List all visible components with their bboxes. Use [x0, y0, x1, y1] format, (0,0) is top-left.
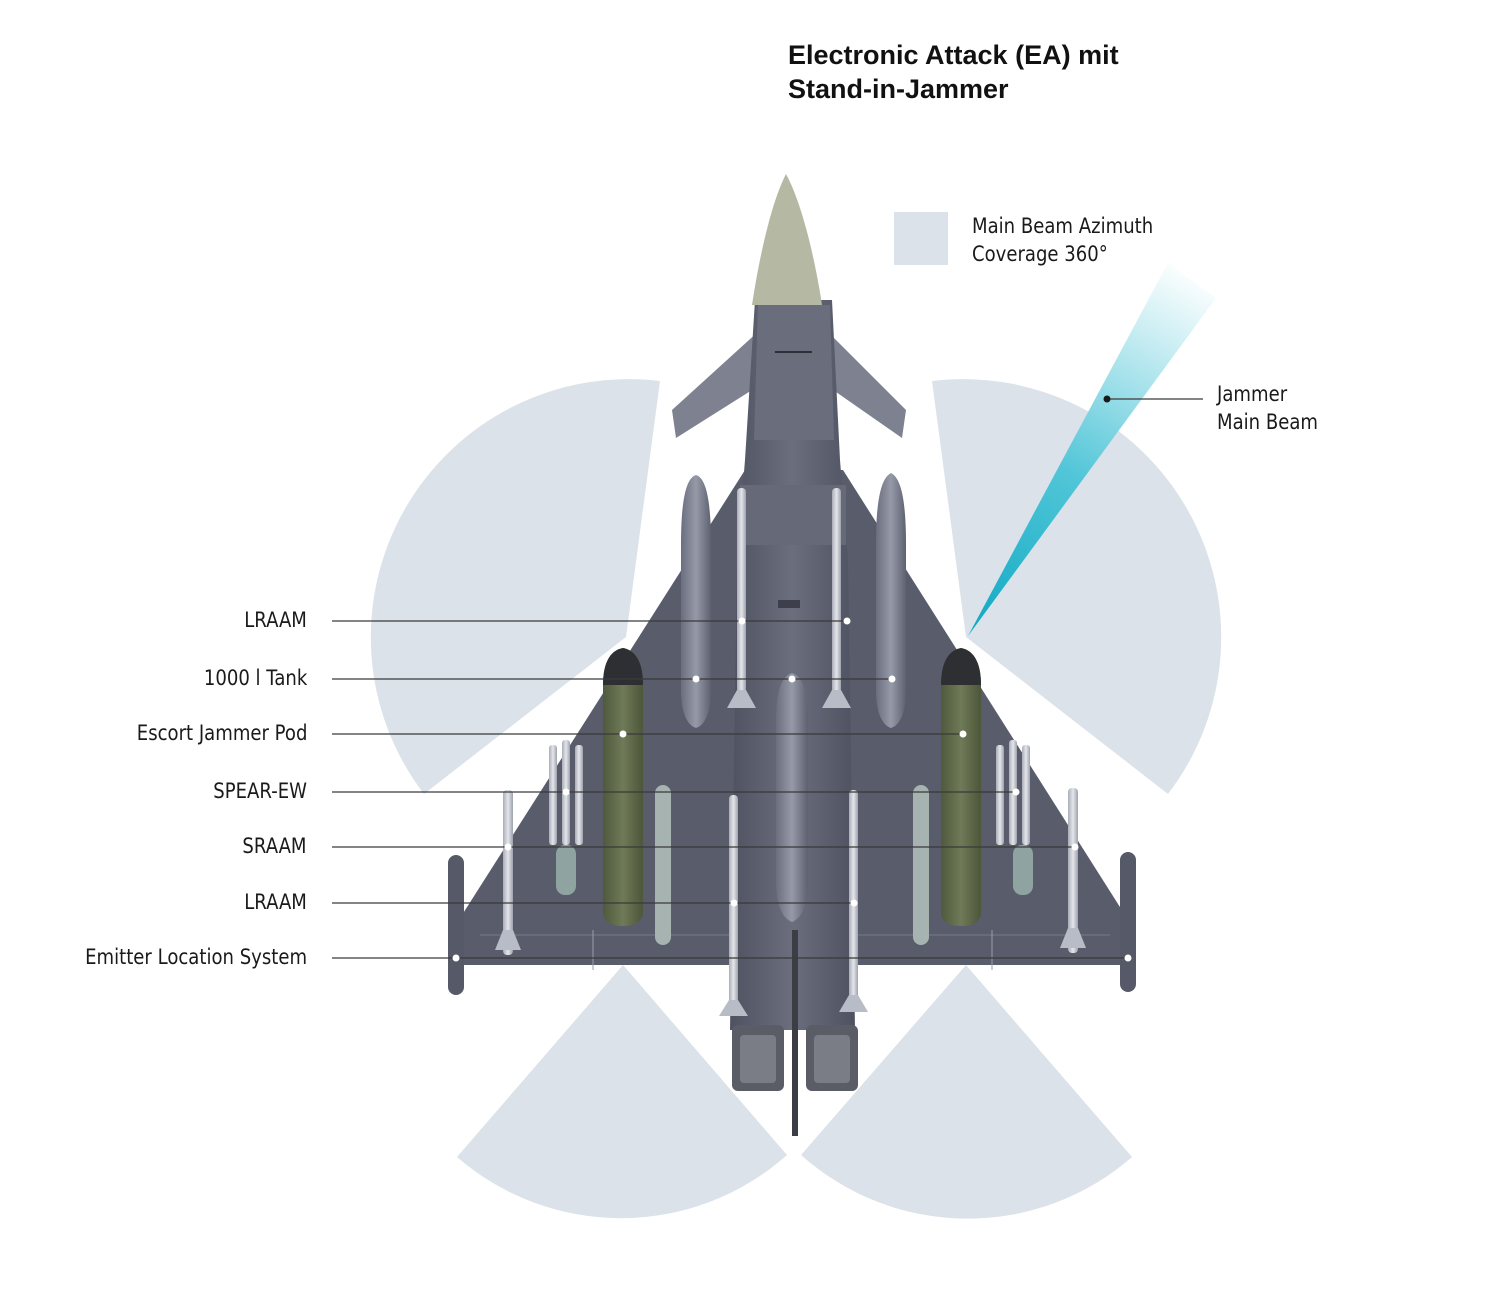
lraam-upper-left [727, 488, 756, 708]
beam-label: Jammer Main Beam [1217, 380, 1318, 436]
title-line-2: Stand-in-Jammer [788, 74, 1009, 104]
callout-lraam-lower: LRAAM [244, 890, 307, 914]
spear-ew-left [549, 740, 583, 895]
store-left [655, 785, 671, 945]
cockpit [754, 305, 834, 440]
spear-ew-right [996, 740, 1033, 895]
legend-line-2: Coverage 360° [972, 242, 1108, 266]
coverage-sectors [370, 379, 1222, 1219]
coverage-sector-left [370, 379, 660, 794]
arrestor-hook [792, 930, 798, 1136]
beam-label-line-2: Main Beam [1217, 410, 1319, 434]
legend-line-1: Main Beam Azimuth [972, 214, 1154, 238]
radome [752, 174, 822, 305]
canard-left [672, 330, 760, 438]
lraam-lower-right [839, 790, 868, 1012]
store-right [913, 785, 929, 945]
beam-marker-dot [1103, 395, 1111, 403]
escort-jammer-pod-left [603, 648, 643, 926]
title-line-1: Electronic Attack (EA) mit [788, 40, 1119, 70]
wingtip-pod-right [1120, 852, 1136, 992]
callout-lraam-upper: LRAAM [244, 608, 307, 632]
sraam-left [495, 790, 521, 955]
wingtip-pod-left [448, 855, 464, 995]
legend-swatch [894, 212, 948, 265]
callout-emitter-location-system: Emitter Location System [85, 945, 307, 969]
callout-spear-ew: SPEAR-EW [213, 779, 307, 803]
fuel-tank-center [776, 673, 808, 922]
callout-escort-jammer-pod: Escort Jammer Pod [136, 721, 307, 745]
coverage-sector-bottom-right [801, 965, 1132, 1219]
beam-label-line-1: Jammer [1217, 382, 1288, 406]
leader-lines [332, 398, 1203, 959]
diagram-title: Electronic Attack (EA) mit Stand-in-Jamm… [788, 38, 1119, 106]
fuel-tank-right [876, 473, 906, 728]
canard-right [826, 330, 906, 438]
sraam-right [1060, 788, 1086, 953]
jammer-main-beam [968, 263, 1216, 636]
coverage-sector-right [932, 379, 1222, 794]
legend-label: Main Beam Azimuth Coverage 360° [972, 212, 1153, 268]
lraam-upper-right [822, 488, 851, 708]
callout-fuel-tank: 1000 l Tank [203, 666, 307, 690]
escort-jammer-pod-right [941, 648, 981, 926]
aircraft [448, 174, 1136, 1136]
fuel-tank-left [681, 475, 711, 728]
coverage-sector-bottom-left [457, 965, 787, 1219]
callout-sraam: SRAAM [242, 834, 307, 858]
marker-dots [452, 617, 1132, 962]
